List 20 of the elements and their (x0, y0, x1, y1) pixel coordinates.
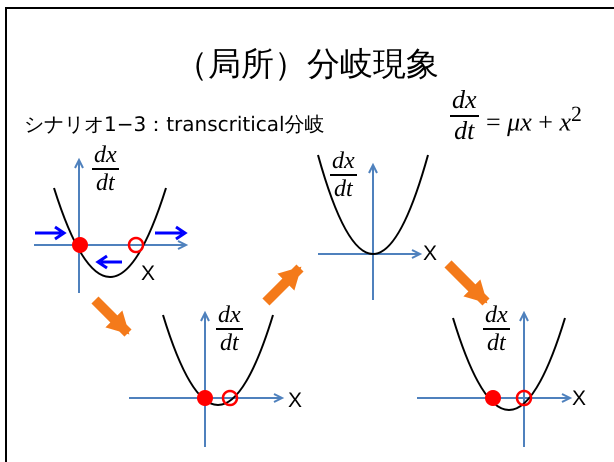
title: （局所）分岐現象 (174, 44, 440, 84)
axis-label: X (288, 390, 302, 411)
axis-label: dt (334, 176, 353, 203)
axis-label: dt (96, 170, 115, 197)
axis-label: dx (216, 302, 243, 330)
subtitle: シナリオ1−3：transcritical分岐 (24, 112, 325, 136)
arrow (91, 296, 132, 337)
equation: = μx + x$^{2}$ (486, 102, 582, 138)
equation-numerator: dx (450, 86, 479, 117)
axis-label: dt (486, 330, 506, 357)
equation-denominator: dt (454, 116, 474, 146)
axis-label: X (141, 263, 156, 284)
axis-label: dx (330, 148, 357, 176)
axis-label: X (572, 388, 586, 409)
arrow (444, 260, 490, 306)
axis-label: X (423, 243, 438, 264)
axis-label: dx (92, 142, 119, 170)
arrow (262, 264, 304, 306)
axis-label: dx (483, 302, 510, 330)
axis-label: dt (220, 330, 239, 357)
